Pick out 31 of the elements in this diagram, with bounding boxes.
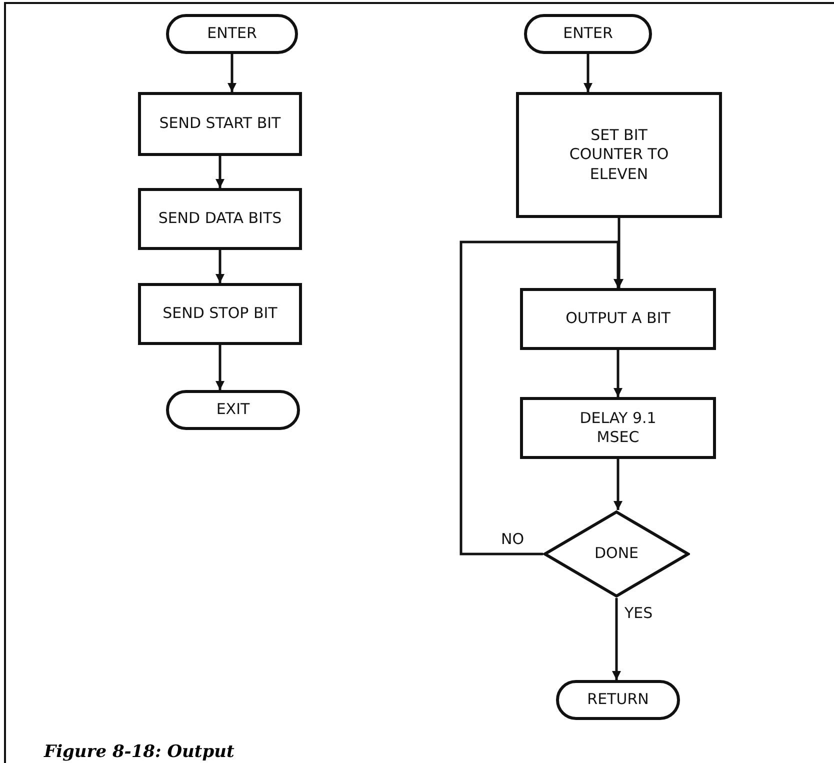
node-text: ENTER xyxy=(206,24,258,44)
node-text: EXIT xyxy=(215,400,251,420)
process-box xyxy=(138,92,302,156)
node-text: ENTER xyxy=(562,24,614,44)
arrow xyxy=(584,54,592,92)
process-box xyxy=(138,283,302,345)
node-text: SEND DATA BITS xyxy=(157,209,283,229)
process-box xyxy=(516,92,722,218)
node-text: SEND START BIT xyxy=(158,114,282,134)
process-box xyxy=(138,188,302,250)
figure-caption: Figure 8-18: Output xyxy=(44,742,234,762)
arrow xyxy=(614,350,622,397)
decision-diamond xyxy=(543,510,690,598)
node-text: DONE xyxy=(593,544,640,564)
terminal-box xyxy=(556,680,680,720)
arrow xyxy=(612,598,621,680)
process-box xyxy=(520,288,716,350)
terminal-box xyxy=(166,390,300,430)
node-text: SET BIT COUNTER TO ELEVEN xyxy=(568,126,670,184)
terminal-box xyxy=(524,14,652,54)
arrow xyxy=(228,54,236,92)
arrow xyxy=(216,156,224,188)
arrow xyxy=(216,250,224,283)
node-text: SEND STOP BIT xyxy=(162,304,278,324)
node-text: OUTPUT A BIT xyxy=(564,309,672,329)
node-text: DELAY 9.1 MSEC xyxy=(578,408,658,448)
arrow xyxy=(614,459,622,510)
process-box xyxy=(520,397,716,459)
arrow xyxy=(216,345,224,390)
node-text: RETURN xyxy=(586,690,650,710)
terminal-box xyxy=(166,14,298,54)
